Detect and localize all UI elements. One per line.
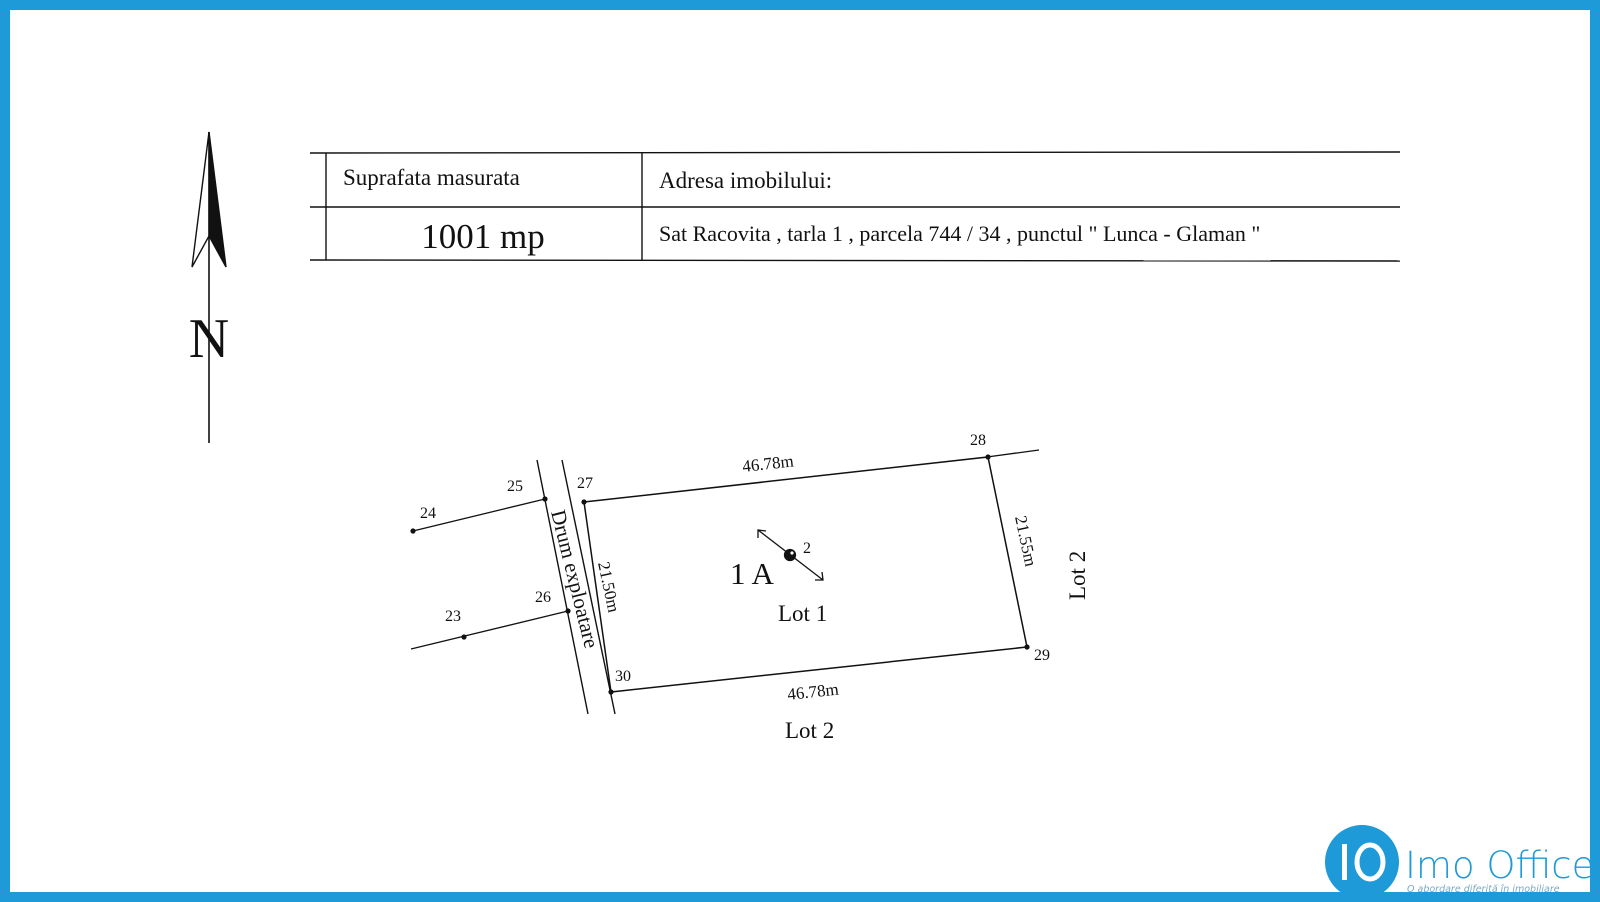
- point-label-27: 27: [577, 475, 593, 492]
- neighbor-lines: [410, 449, 1040, 650]
- address-header: Adresa imobilului:: [659, 168, 832, 193]
- point-label-28: 28: [970, 432, 986, 449]
- dimension-south-side: 46.78m: [786, 680, 839, 704]
- logo-mark-icon: [1325, 825, 1399, 899]
- logo-tagline: O abordare diferită în imobiliare: [1407, 884, 1560, 895]
- area-value: 1001 mp: [421, 217, 544, 256]
- parcel-center-marker-icon: [757, 529, 824, 581]
- parcel-point-label: 2: [803, 540, 811, 557]
- point-label-25: 25: [507, 478, 523, 495]
- lot-label-south: Lot 2: [785, 718, 834, 743]
- point-label-23: 23: [445, 608, 461, 625]
- address-value: Sat Racovita , tarla 1 , parcela 744 / 3…: [659, 221, 1260, 246]
- north-arrow-icon: [191, 131, 227, 443]
- dimension-north-side: 46.78m: [741, 451, 794, 476]
- logo-name: Imo Office: [1405, 844, 1594, 887]
- survey-points: [410, 454, 1030, 695]
- north-letter: N: [189, 308, 229, 370]
- point-label-29: 29: [1034, 647, 1050, 664]
- info-table: [309, 151, 1401, 262]
- imo-office-logo: Imo Office O abordare diferită în imobil…: [1325, 825, 1594, 899]
- area-header: Suprafata masurata: [343, 165, 520, 190]
- parcel-boundary: [583, 456, 1028, 693]
- lot-label-east: Lot 2: [1065, 551, 1090, 600]
- parcel-id: 1 A: [730, 556, 775, 591]
- point-label-24: 24: [420, 505, 436, 522]
- point-label-30: 30: [615, 668, 631, 685]
- dimension-east-side: 21.55m: [1011, 514, 1040, 568]
- lot-label-parcel: Lot 1: [778, 601, 827, 626]
- road-edges: [536, 459, 616, 715]
- point-label-26: 26: [535, 589, 551, 606]
